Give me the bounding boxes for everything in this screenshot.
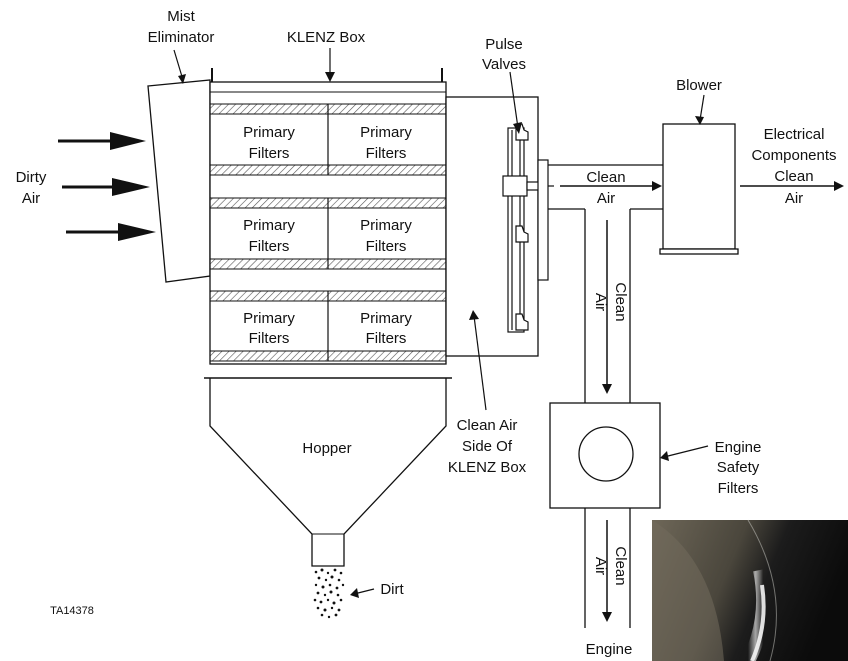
photo-inset <box>652 520 848 661</box>
clean-air-lower-label: Clean <box>612 546 629 585</box>
hopper-label: Hopper <box>302 440 351 457</box>
clean-air-lower-label: Air <box>592 557 609 575</box>
electrical-components-label: Clean <box>774 168 813 185</box>
blower-label: Blower <box>676 77 722 94</box>
clean-air-vertical-label: Air <box>592 293 609 311</box>
clean-air-side-label: Side Of <box>462 438 513 455</box>
primary-filter-label: Filters <box>366 330 407 347</box>
engine-safety-filters-label: Safety <box>717 459 760 476</box>
engine-safety-filter-circle <box>579 427 633 481</box>
engine-label: Engine <box>586 641 633 658</box>
electrical-components-label: Electrical <box>764 126 825 143</box>
dirty-air-label: Air <box>22 190 40 207</box>
klenz-box-label: KLENZ Box <box>287 29 366 46</box>
clean-air-side-label: KLENZ Box <box>448 459 527 476</box>
electrical-components-label: Components <box>751 147 836 164</box>
figure-id: TA14378 <box>50 605 94 617</box>
primary-filter-label: Filters <box>366 238 407 255</box>
primary-filter-label: Filters <box>249 238 290 255</box>
pulse-valves-label: Valves <box>482 56 526 73</box>
dirt-label: Dirt <box>380 581 404 598</box>
primary-filter-label: Primary <box>243 310 295 327</box>
electrical-components-label: Air <box>785 190 803 207</box>
mist-eliminator-label: Eliminator <box>148 29 215 46</box>
primary-filter-label: Filters <box>249 145 290 162</box>
primary-filter-label: Primary <box>360 217 412 234</box>
primary-filter-label: Primary <box>243 217 295 234</box>
clean-air-vertical-label: Clean <box>612 282 629 321</box>
dirty-air-arrows <box>58 132 156 241</box>
mist-eliminator <box>148 80 210 282</box>
clean-air-duct-label: Air <box>597 190 615 207</box>
primary-filter-label: Primary <box>360 310 412 327</box>
pulse-valves-label: Pulse <box>485 36 523 53</box>
clean-air-duct-label: Clean <box>586 169 625 186</box>
dirty-air-label: Dirty <box>16 169 47 186</box>
engine-safety-filters-label: Filters <box>718 480 759 497</box>
clean-air-side-label: Clean Air <box>457 417 518 434</box>
engine-safety-filters-label: Engine <box>715 439 762 456</box>
blower <box>660 124 738 254</box>
duct-flange <box>538 160 548 280</box>
hopper <box>210 378 446 566</box>
primary-filter-label: Primary <box>360 124 412 141</box>
primary-filter-label: Filters <box>366 145 407 162</box>
primary-filter-label: Filters <box>249 330 290 347</box>
dirt-particles <box>314 569 344 619</box>
mist-eliminator-label: Mist <box>167 8 195 25</box>
primary-filter-label: Primary <box>243 124 295 141</box>
